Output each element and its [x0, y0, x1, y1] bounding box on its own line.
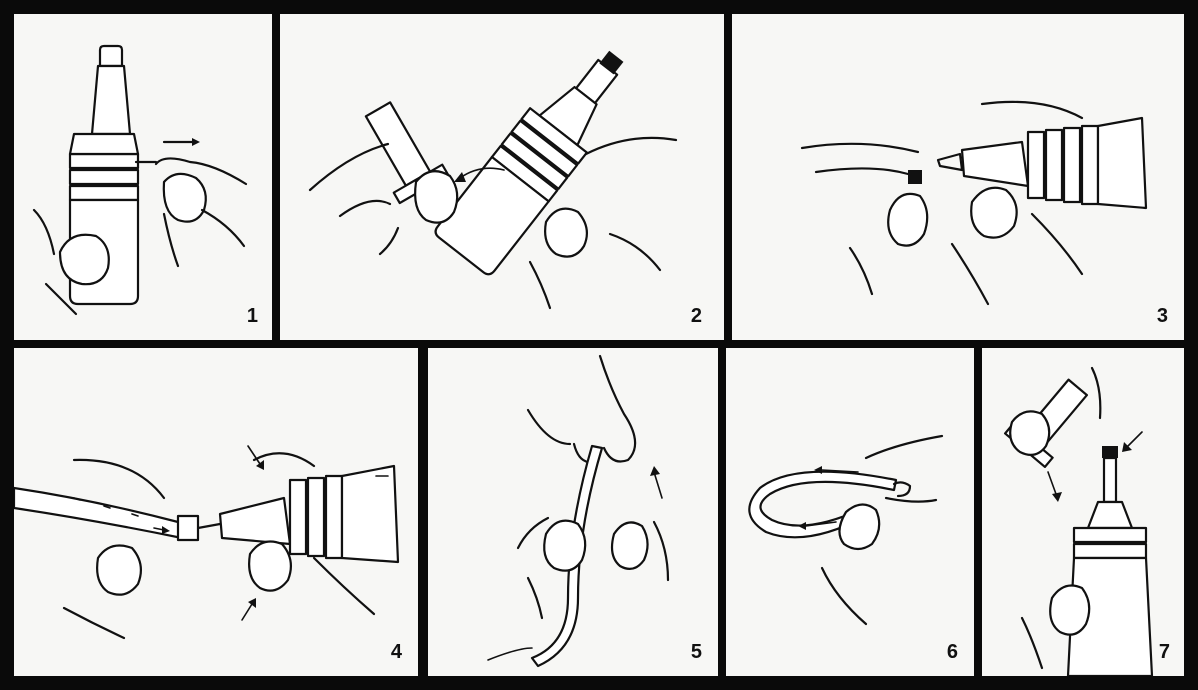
step-panel-2: 2 [280, 14, 724, 340]
cap-pierce-illustration [732, 14, 1184, 340]
step-panel-3: 3 [732, 14, 1184, 340]
step-panel-7: 7 [982, 348, 1184, 676]
step-number-6: 6 [947, 641, 958, 664]
step-number-7: 7 [1159, 641, 1170, 664]
step-number-1: 1 [247, 305, 258, 328]
step-number-2: 2 [691, 305, 702, 328]
bottle-open-illustration [14, 14, 272, 340]
step-number-4: 4 [391, 641, 402, 664]
cap-removal-illustration [280, 14, 724, 340]
tube-attach-illustration [14, 348, 418, 676]
step-number-3: 3 [1157, 305, 1168, 328]
step-panel-6: 6 [726, 348, 974, 676]
step-number-5: 5 [691, 641, 702, 664]
cap-replace-illustration [982, 348, 1184, 676]
step-panel-4: 4 [14, 348, 418, 676]
step-panel-5: 5 [428, 348, 718, 676]
step-panel-1: 1 [14, 14, 272, 340]
nasal-insertion-illustration [428, 348, 718, 676]
tube-removal-illustration [726, 348, 974, 676]
